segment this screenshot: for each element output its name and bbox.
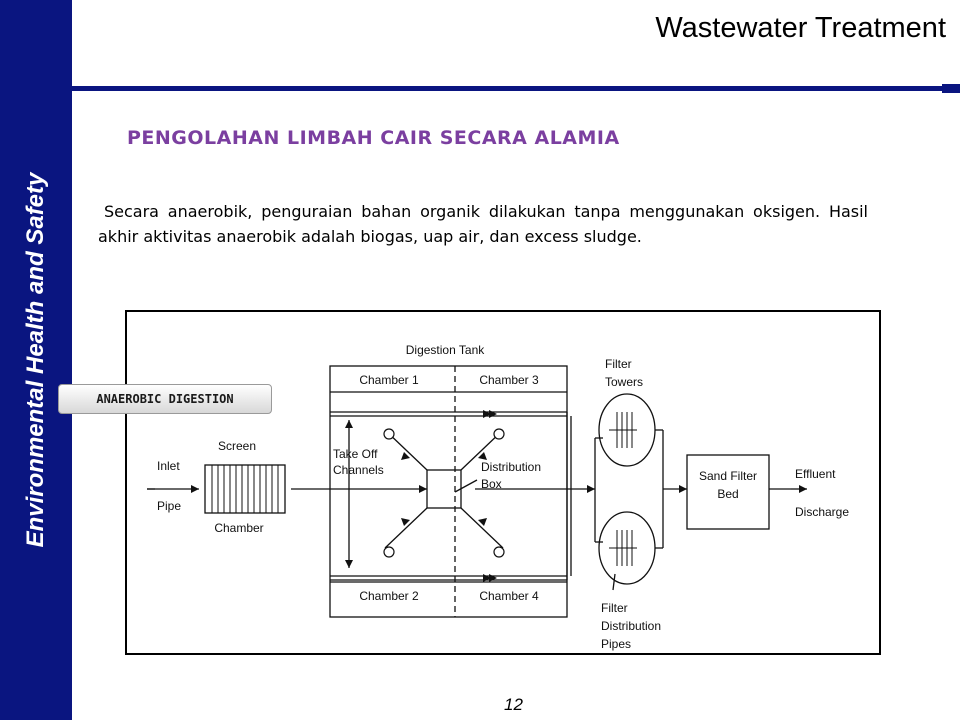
label-sand-filter-2: Bed: [717, 487, 738, 501]
digestion-tank-outline: [329, 365, 568, 618]
label-sand-filter-1: Sand Filter: [699, 469, 757, 483]
label-channels: Channels: [333, 463, 384, 477]
distribution-box: [426, 469, 462, 509]
label-pipe: Pipe: [157, 499, 181, 513]
label-filter-towers-1: Filter: [605, 357, 632, 371]
label-box: Box: [481, 477, 502, 491]
anaerobic-digestion-diagram: Digestion Tank Chamber 1 Chamber 3 Chamb…: [125, 310, 881, 655]
sidebar: Environmental Health and Safety: [0, 0, 72, 720]
page-number: 12: [504, 695, 523, 714]
label-effluent: Effluent: [795, 467, 836, 481]
label-chamber4: Chamber 4: [479, 589, 539, 603]
label-chamber: Chamber: [214, 521, 263, 535]
label-discharge: Discharge: [795, 505, 849, 519]
label-fdp-1: Filter: [601, 601, 628, 615]
label-chamber2: Chamber 2: [359, 589, 419, 603]
label-digestion-tank: Digestion Tank: [406, 343, 485, 357]
label-filter-towers-2: Towers: [605, 375, 643, 389]
screen-chamber: [204, 464, 286, 514]
body-paragraph: Secara anaerobik, penguraian bahan organ…: [98, 202, 868, 246]
label-chamber1: Chamber 1: [359, 373, 419, 387]
anaerobic-digestion-badge: ANAEROBIC DIGESTION: [58, 384, 272, 414]
sidebar-title: Environmental Health and Safety: [22, 172, 49, 548]
label-inlet: Inlet: [157, 459, 180, 473]
label-distribution: Distribution: [481, 460, 541, 474]
label-take-off: Take Off: [333, 447, 378, 461]
label-fdp-3: Pipes: [601, 637, 631, 651]
label-screen: Screen: [218, 439, 256, 453]
sand-filter-bed: [686, 454, 770, 530]
page-title: Wastewater Treatment: [655, 12, 946, 44]
label-fdp-2: Distribution: [601, 619, 661, 633]
header-divider-end: [942, 84, 960, 93]
section-heading: PENGOLAHAN LIMBAH CAIR SECARA ALAMIA: [127, 127, 620, 149]
label-chamber3: Chamber 3: [479, 373, 539, 387]
header-divider: [72, 86, 945, 91]
